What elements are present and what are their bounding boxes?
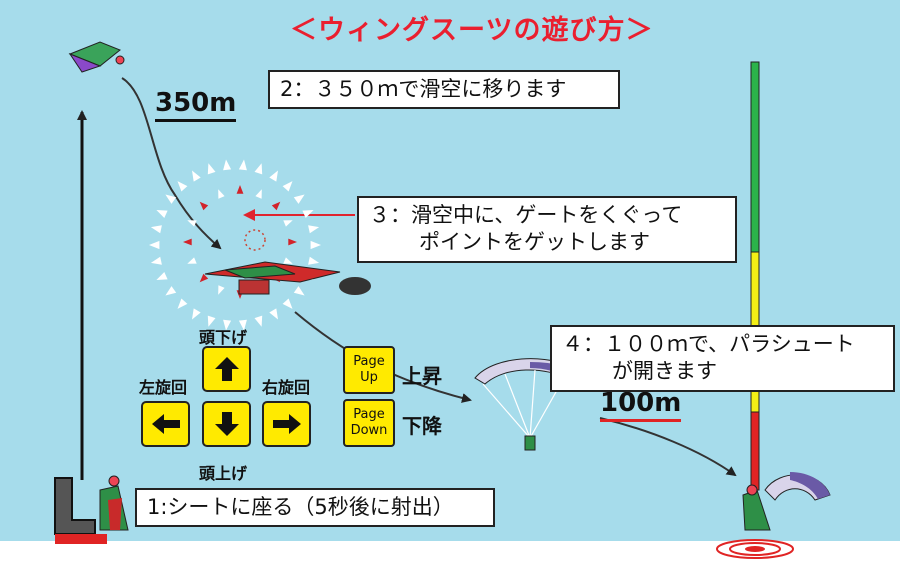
step-4-text-line1: ４：１００ｍで、パラシュート [562,332,855,356]
gate-marker [269,308,278,320]
arrow-up-key [202,346,251,392]
gate-center-marker [244,229,266,251]
gate-marker [255,189,262,199]
step-3-text-line1: ３：滑空中に、ゲートをくぐって [369,203,683,227]
gate-marker [177,298,188,309]
step-1-text: 1:シートに座る（5秒後に射出） [147,495,454,519]
gate-marker [218,189,225,199]
gate-marker [177,181,188,192]
gate-marker [254,163,263,175]
gate-marker [254,315,263,327]
gate-marker [282,298,293,309]
gate-marker [156,210,168,218]
gate-marker [283,257,293,264]
landed-flyer-icon [742,472,831,531]
altitude-label-glide: 350m [155,88,237,122]
gate-marker [269,170,278,182]
gate-marker [187,220,197,227]
gate-marker [150,256,162,265]
page-up-key: Page Up [343,346,395,394]
control-label-turn-right: 右旋回 [262,378,311,397]
gate-marker [149,240,160,250]
gate-marker [236,185,244,194]
gate-marker [207,315,216,327]
altitude-value-parachute: 100m [600,388,682,418]
altitude-value-glide: 350m [155,88,237,118]
page-up-key-line1: Page [353,353,385,369]
gate-marker [187,257,197,264]
gate-marker [310,240,321,250]
arrow-right-key [262,401,311,447]
altitude-underline-glide [155,119,237,122]
wingsuit-glider-icon [204,261,371,295]
gate-marker [302,210,314,218]
gate-marker [308,256,320,265]
gate-marker [223,159,232,171]
step-3-text-line2: ポイントをゲットします [419,230,650,255]
gate-marker [165,286,177,296]
page-title: ＜ウィングスーツの遊び方＞ [290,15,654,46]
gate-marker [183,238,192,246]
ejection-seat-icon [54,477,107,544]
arrow-up-icon [214,357,239,381]
arrow-left-icon [151,414,180,434]
flight-path-arrow [121,77,222,250]
arrow-right-icon [272,414,301,434]
arrow-down-key [202,401,251,447]
page-up-label: 上昇 [402,364,442,388]
gate-marker [238,319,247,331]
gate-marker [238,159,247,171]
page-down-key-line2: Down [350,423,388,438]
gate-marker [223,319,232,331]
step-4-note: ４：１００ｍで、パラシュート が開きます [550,325,895,392]
altitude-gauge [750,61,760,491]
gate-marker [283,220,293,227]
gate-marker [165,194,177,204]
landing-path-arrow [599,417,737,477]
gate-marker [199,273,209,283]
step-2-note: 2：３５０ｍで滑空に移ります [268,70,620,110]
gate-marker [293,194,305,204]
gate-marker [150,225,162,234]
step-4-text-line2: が開きます [612,359,717,384]
page-down-key: Page Down [343,399,395,447]
step-1-note: 1:シートに座る（5秒後に射出） [135,488,495,528]
page-down-key-line1: Page [353,406,385,422]
gate-marker [192,308,201,320]
gate-marker [308,225,320,234]
step-3-note: ３：滑空中に、ゲートをくぐって ポイントをゲットします [357,196,737,263]
gate-marker [156,272,168,280]
step-2-text: 2：３５０ｍで滑空に移ります [280,77,567,101]
gate-marker [271,201,281,211]
landing-target-icon [716,539,794,559]
altitude-underline-parachute [600,419,682,422]
altitude-label-parachute: 100m [600,388,682,422]
gate-marker [218,285,225,295]
page-up-key-line2: Up [360,370,378,385]
gate-marker [293,286,305,296]
control-label-pitch-down: 頭下げ [199,328,248,347]
gate-marker [199,201,209,211]
arrow-down-icon [214,412,239,436]
gate-marker [192,170,201,182]
page-down-label: 下降 [402,414,442,438]
gate-marker [282,181,293,192]
standing-flyer-icon [99,475,129,531]
ground [0,541,900,563]
gate-ring-outer [149,159,321,331]
gate-marker [207,163,216,175]
gate-marker [288,238,297,246]
wingsuit-flyer-icon [68,41,125,73]
control-label-turn-left: 左旋回 [139,378,188,397]
arrow-left-key [141,401,190,447]
control-label-pitch-up: 頭上げ [199,464,248,483]
